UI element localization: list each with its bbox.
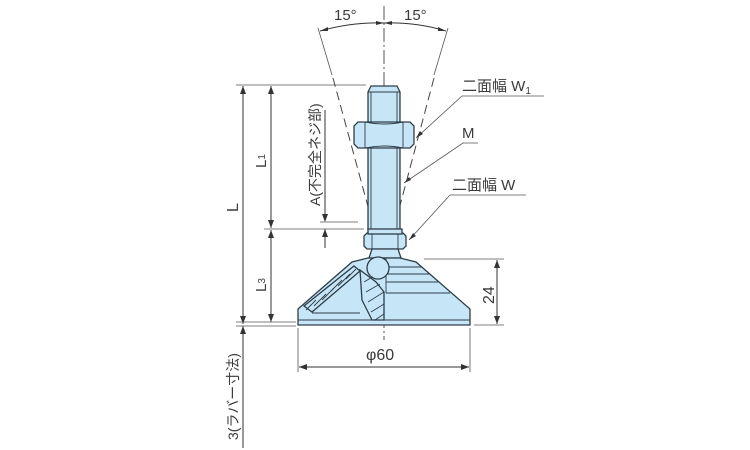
neck <box>368 248 402 259</box>
callout-w: 二面幅 W <box>452 177 516 194</box>
hex-lower <box>363 228 407 250</box>
angle-arc <box>319 22 447 32</box>
angle-label-right: 15° <box>404 7 427 24</box>
right-angle-extension <box>433 27 449 76</box>
arrowhead <box>376 21 384 25</box>
callout-thread-m: M <box>462 125 475 142</box>
label-rubber-thickness: 3(ラバー寸法) <box>225 353 241 440</box>
label-L1: L1 <box>253 154 270 168</box>
threaded-stud <box>367 85 401 231</box>
pad-diameter-dimension: φ60 <box>297 328 471 372</box>
pad-height-dimension: 24 <box>424 258 504 326</box>
label-L3: L3 <box>253 278 270 292</box>
arrowhead <box>320 27 328 31</box>
label-pad-height: 24 <box>481 286 498 304</box>
callout-w1: 二面幅 W1 <box>462 78 531 97</box>
callouts: 二面幅 W1 M 二面幅 W <box>403 78 544 241</box>
base-pad <box>297 256 471 326</box>
leader-w1 <box>415 95 544 139</box>
arrowhead <box>438 27 446 31</box>
leader-w <box>408 194 526 241</box>
leveling-foot-part <box>297 85 471 326</box>
label-pad-diameter: φ60 <box>366 347 394 364</box>
vertical-dimensions: L L1 A(不完全ネジ部) L3 3(ラバー寸法) <box>225 84 366 448</box>
arrowhead <box>384 21 392 25</box>
label-incomplete-thread: A(不完全ネジ部) <box>307 103 323 206</box>
left-angle-extension <box>317 27 333 76</box>
label-L: L <box>225 203 242 212</box>
leader-m <box>403 142 478 184</box>
hex-nut-upper <box>353 121 415 149</box>
angle-label-left: 15° <box>334 7 357 24</box>
